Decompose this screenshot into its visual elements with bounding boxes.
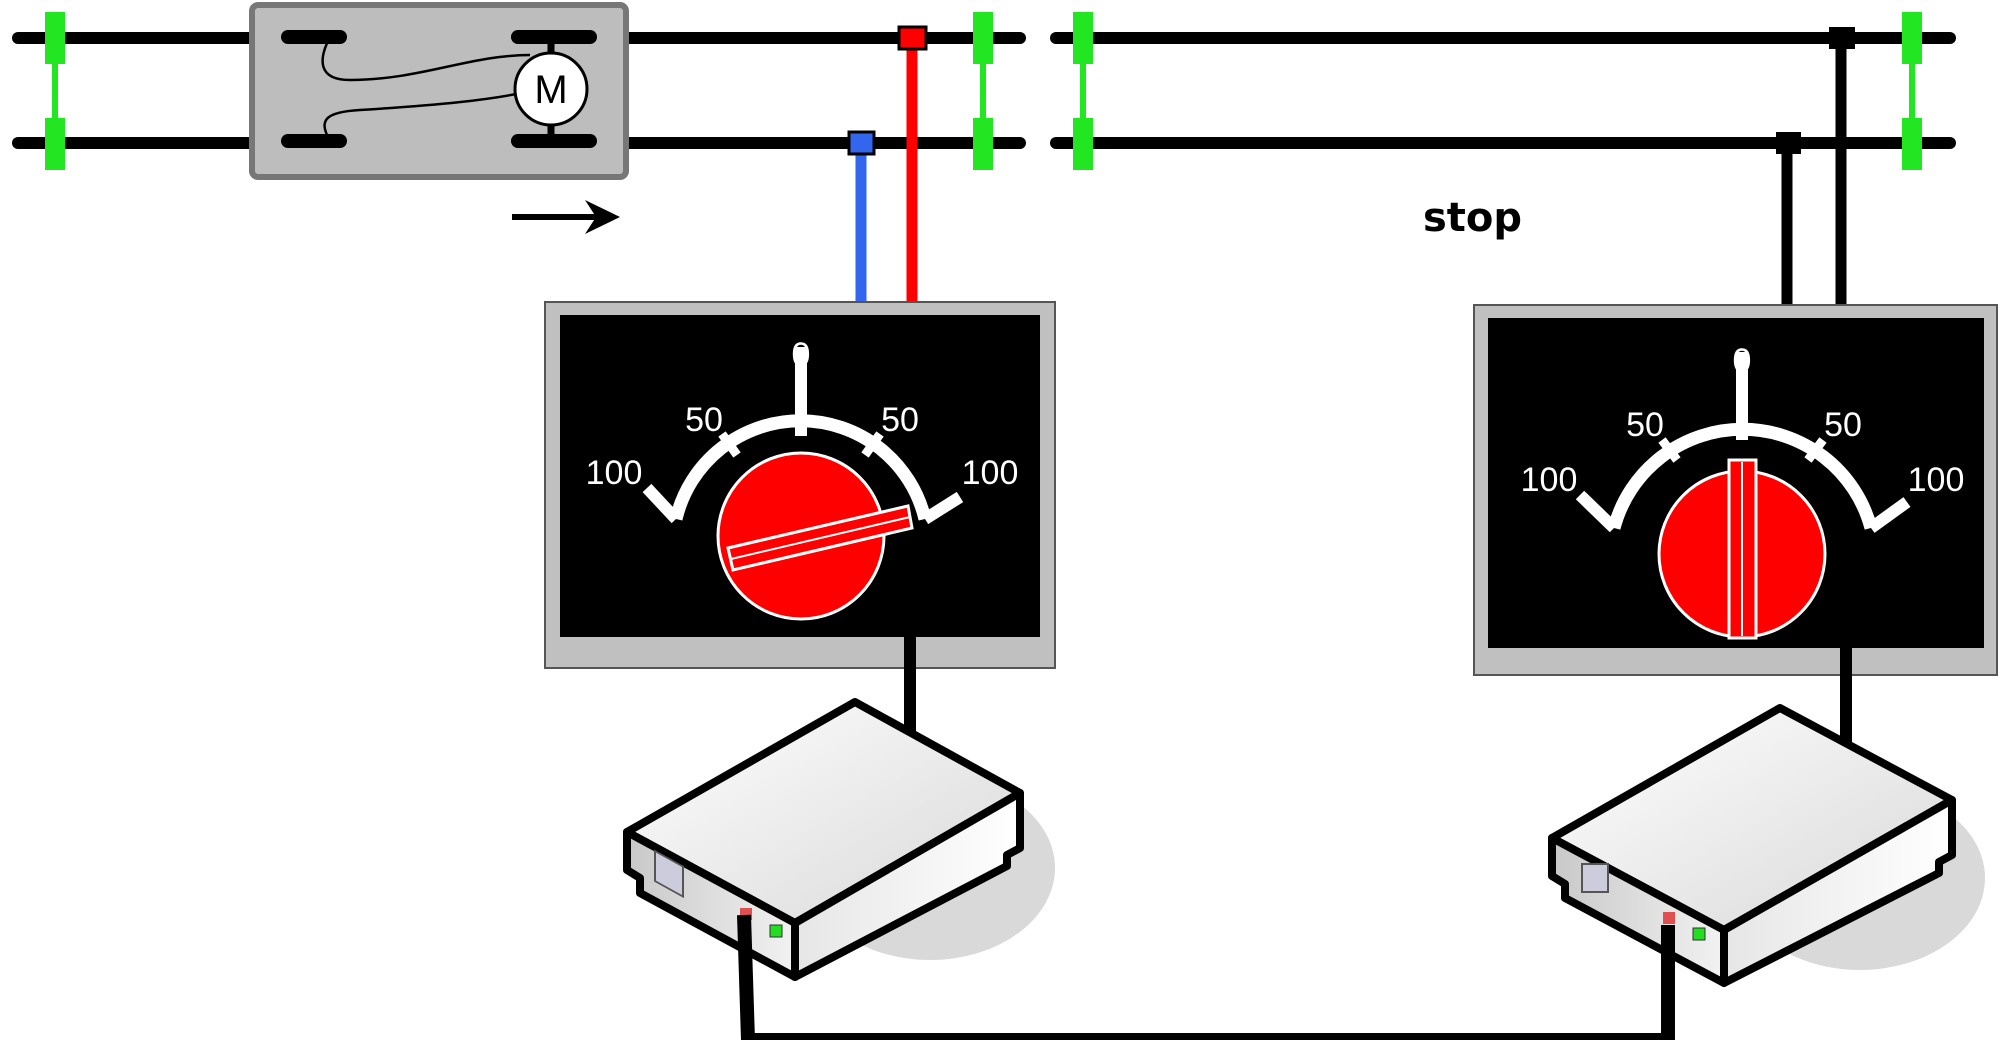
right-control-knob-icon[interactable] [1657, 458, 1827, 640]
left-tick-right: 100 [962, 454, 1019, 492]
right-tick-left: 100 [1521, 461, 1578, 499]
left-sleeper-2 [973, 12, 993, 170]
left-control-panel: 0 50 50 100 100 [544, 301, 1056, 740]
right-tick-right: 100 [1908, 461, 1965, 499]
left-tick-left: 100 [586, 454, 643, 492]
direction-arrow-icon [512, 200, 620, 234]
left-tick-top: 0 [792, 336, 811, 374]
right-tick-top: 0 [1733, 342, 1752, 380]
positive-feed-connector [897, 25, 928, 51]
left-control-knob-icon[interactable] [716, 451, 914, 621]
right-tick-upper-left: 50 [1626, 406, 1664, 444]
right-sleeper-1 [1073, 12, 1093, 170]
right-feed-wires [1776, 27, 1855, 305]
left-tick-upper-right: 50 [881, 401, 919, 439]
left-sleeper-1 [45, 12, 65, 170]
negative-feed-connector [847, 130, 876, 156]
right-track [1050, 12, 1956, 170]
left-tick-upper-left: 50 [685, 401, 723, 439]
left-router-icon [623, 698, 1055, 981]
right-tick-upper-right: 50 [1824, 406, 1862, 444]
network-cable [737, 914, 1675, 1040]
left-feed-wires [847, 25, 928, 305]
right-control-panel: 0 50 50 100 100 [1473, 304, 1998, 742]
locomotive: M [249, 2, 629, 180]
right-sleeper-2 [1902, 12, 1922, 170]
status-label: stop [1423, 195, 1522, 241]
motor-label: M [534, 68, 567, 112]
right-router-icon [1548, 704, 1985, 987]
motor-icon: M [513, 51, 589, 127]
